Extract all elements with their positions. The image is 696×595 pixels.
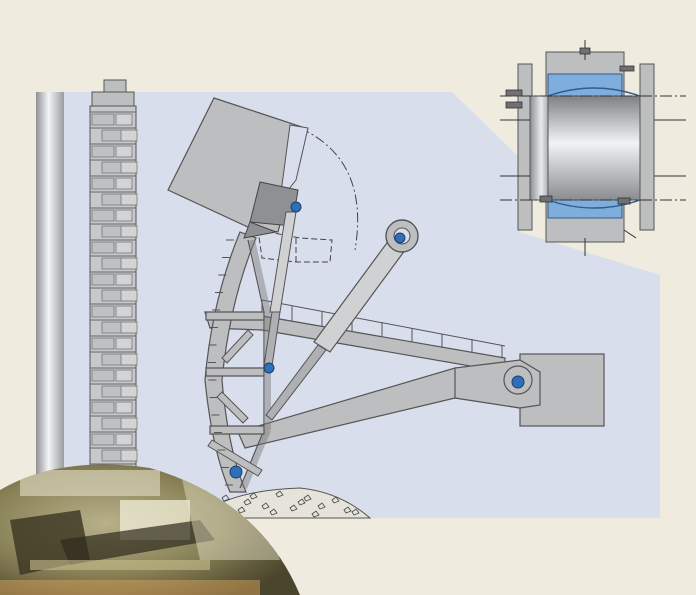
brick [115, 241, 133, 254]
brick [91, 273, 115, 286]
brick [115, 145, 133, 158]
pivot-pin-icon [290, 201, 302, 213]
rubble-stone [243, 498, 252, 506]
brick [120, 417, 138, 430]
rubble-stone [237, 506, 246, 514]
bolt-icon [619, 65, 635, 72]
brick [91, 369, 115, 382]
brick [91, 209, 115, 222]
brick [91, 177, 115, 190]
brick [115, 305, 133, 318]
brick [120, 193, 138, 206]
brick [115, 273, 133, 286]
brick [91, 145, 115, 158]
flange-right [639, 63, 655, 231]
bucket-lip [279, 124, 309, 202]
arc-rivets [208, 239, 234, 486]
rubble-stone [249, 492, 258, 500]
brick [115, 369, 133, 382]
brick [91, 401, 115, 414]
brick [120, 353, 138, 366]
brick [115, 209, 133, 222]
chimney-top [91, 91, 135, 107]
brick [120, 257, 138, 270]
bolt-icon [539, 195, 553, 203]
bearing-detail [500, 40, 686, 256]
rubble-stone [297, 498, 306, 506]
bucket-ghost [257, 229, 333, 263]
rubble-stone [317, 502, 326, 510]
brick [115, 401, 133, 414]
cylinder-rod [265, 344, 327, 421]
bolt-icon [505, 101, 523, 109]
pivot-pin-icon [394, 232, 406, 244]
rubble-stone [303, 494, 312, 502]
truss-brace [216, 391, 249, 424]
truss-frame [204, 231, 271, 493]
brick [91, 113, 115, 126]
brick [120, 289, 138, 302]
hydraulic-cylinder [265, 219, 419, 421]
brick [120, 225, 138, 238]
pivot-pins [229, 201, 525, 479]
rubble-stone [275, 490, 284, 498]
bucket-swing-path [299, 127, 359, 251]
bolt-icon [617, 197, 631, 205]
brick [120, 161, 138, 174]
brick [91, 337, 115, 350]
brick [115, 113, 133, 126]
photo-inset [0, 464, 300, 595]
brick [91, 305, 115, 318]
rubble-stone [289, 504, 298, 512]
brick [115, 337, 133, 350]
rubble-stone [331, 496, 340, 504]
rubble-pile [193, 487, 372, 519]
truss-brace [221, 329, 254, 364]
pivot-pin-icon [263, 362, 275, 374]
brick [91, 241, 115, 254]
brick-courses [90, 111, 138, 494]
brick [91, 433, 115, 446]
brick [120, 449, 138, 462]
brick [120, 385, 138, 398]
rubble-stone [343, 506, 352, 514]
chimney-cap [103, 79, 127, 93]
brick [120, 321, 138, 334]
rubble-stone [261, 502, 270, 510]
brick [115, 177, 133, 190]
brick [120, 129, 138, 142]
vertical-pipe [36, 92, 64, 518]
bearing-shaft [547, 95, 641, 201]
truss-strut [205, 311, 265, 321]
truss-brace [207, 439, 263, 477]
pivot-pin-icon [511, 375, 525, 389]
bolt-icon [505, 89, 523, 97]
pivot-pin-icon [229, 465, 243, 479]
truss-strut [205, 367, 265, 377]
rubble-stone [311, 510, 320, 518]
bucket-cylinder [263, 211, 297, 367]
brick [115, 433, 133, 446]
truss-strut [209, 425, 265, 435]
rubble-stone [269, 508, 278, 516]
rubble-stone [221, 494, 230, 502]
chimney [89, 79, 138, 494]
bolt-icon [579, 47, 591, 55]
rubble-stone [351, 508, 360, 516]
